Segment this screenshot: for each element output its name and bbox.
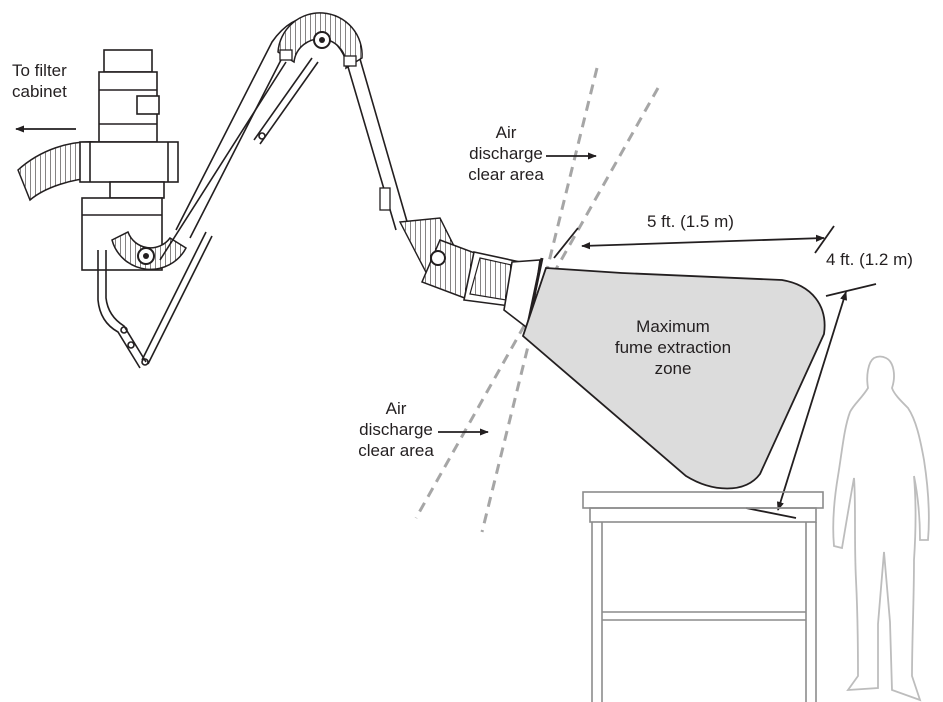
- person-silhouette: [832, 355, 930, 702]
- table-top: [582, 491, 824, 509]
- to-filter-label-line1: To filter: [12, 61, 67, 80]
- motor-junction-box: [136, 95, 160, 115]
- air-discharge-top-line2: discharge: [469, 144, 543, 163]
- air-discharge-top-line3: clear area: [468, 165, 544, 184]
- to-filter-label-line2: cabinet: [12, 82, 67, 101]
- label-leaders: [15, 125, 597, 436]
- horizontal-dimension-label: 5 ft. (1.5 m): [647, 212, 734, 231]
- zone-label-line3: zone: [654, 359, 692, 378]
- vertical-dimension-label: 4 ft. (1.2 m): [826, 250, 913, 269]
- zone-label-line2: fume extraction: [614, 338, 732, 357]
- hood-assembly: [421, 239, 544, 335]
- blower-base: [109, 181, 165, 199]
- horizontal-dimension: [553, 225, 835, 259]
- work-table: [582, 491, 824, 702]
- air-discharge-top-line1: Air: [495, 123, 517, 142]
- air-discharge-bottom-line1: Air: [385, 399, 407, 418]
- gas-springs: [141, 57, 319, 366]
- top-elbow-joint: [277, 12, 363, 70]
- support-bracket: [97, 250, 147, 369]
- motor-top: [103, 49, 153, 73]
- air-discharge-bottom-line2: discharge: [359, 420, 433, 439]
- vertical-dimension: [745, 283, 877, 519]
- air-discharge-bottom-line3: clear area: [358, 441, 434, 460]
- base-swivel-joint: [111, 230, 187, 271]
- blower-housing: [79, 141, 179, 183]
- zone-label-line1: Maximum: [636, 317, 710, 336]
- blower-assembly: [79, 49, 179, 271]
